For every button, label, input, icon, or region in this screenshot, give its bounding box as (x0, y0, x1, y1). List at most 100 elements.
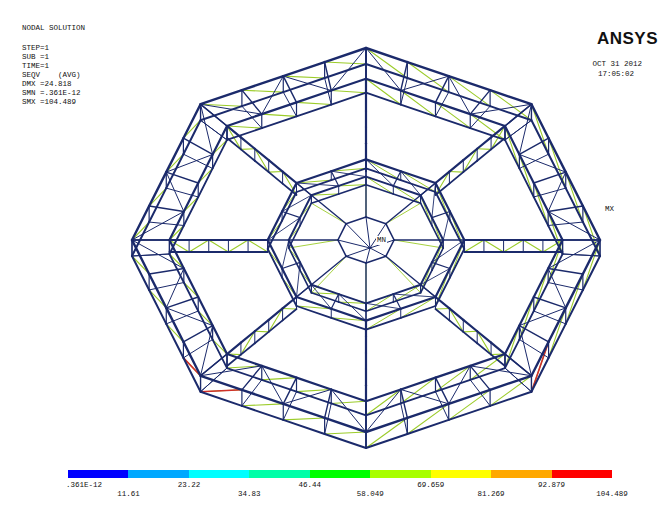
truss-member (449, 76, 490, 90)
truss-member (394, 240, 443, 248)
truss-member (519, 297, 533, 326)
legend-value-slot: 46.44 (299, 481, 322, 490)
truss-member (366, 159, 401, 180)
truss-member (331, 389, 366, 401)
truss-member (366, 302, 393, 311)
truss-member (282, 192, 296, 221)
legend-value: 11.61 (117, 490, 140, 499)
truss-member (227, 343, 241, 354)
truss-member (563, 254, 600, 256)
truss-member (282, 172, 283, 184)
truss-member (407, 420, 448, 434)
date-stamp: OCT 31 2012 (592, 60, 642, 69)
truss-member (463, 161, 477, 172)
truss-member (255, 320, 269, 331)
max-value: SMX =104.489 (22, 98, 76, 107)
truss-member (325, 403, 332, 433)
truss-member (504, 239, 524, 241)
truss-member (504, 354, 505, 368)
truss-member (491, 355, 505, 366)
legend-value: 23.22 (178, 481, 201, 490)
truss-member (289, 226, 300, 248)
truss-member (370, 248, 386, 256)
truss-member (209, 251, 229, 253)
truss-member (484, 239, 504, 241)
truss-member (227, 354, 262, 366)
truss-member (289, 248, 300, 270)
truss-member (213, 340, 227, 369)
truss-member (470, 366, 471, 380)
truss-member (566, 290, 583, 324)
truss-member (548, 211, 562, 240)
truss-member (241, 331, 255, 354)
truss-member (201, 354, 227, 376)
truss-member (435, 102, 436, 116)
truss-member (365, 79, 366, 107)
truss-member (464, 239, 484, 241)
truss-member (166, 324, 183, 358)
truss-member (365, 401, 366, 415)
truss-member (240, 137, 241, 149)
truss-member (283, 420, 324, 434)
truss-member (198, 311, 212, 340)
truss-member (366, 294, 393, 303)
truss-member (401, 306, 436, 318)
truss-member (262, 380, 297, 392)
truss-member (435, 269, 449, 307)
truss-member (477, 331, 491, 342)
truss-member (283, 172, 297, 183)
legend-value: 46.44 (299, 481, 322, 490)
legend-value-slot: .361E-12 (66, 481, 102, 490)
truss-member (184, 283, 198, 312)
truss-member (566, 188, 583, 222)
date-stamp-slot: OCT 31 2012 (592, 60, 642, 69)
truss-member (209, 240, 229, 252)
truss-member (450, 240, 464, 278)
truss-member (583, 206, 600, 240)
truss-member (269, 160, 283, 171)
truss-member (268, 220, 282, 249)
truss-member (311, 186, 338, 195)
max-value-slot: SMX =104.489 (22, 98, 76, 107)
truss-member (449, 92, 490, 106)
truss-member (477, 343, 491, 354)
legend-swatch (431, 470, 492, 478)
truss-member (407, 78, 448, 92)
truss-member (534, 269, 548, 312)
truss-member (435, 366, 470, 378)
truss-member (484, 240, 504, 252)
truss-member (435, 183, 449, 221)
truss-member (504, 354, 505, 366)
plot-title-slot: NODAL SOLUTION (22, 24, 85, 33)
truss-member (566, 172, 583, 206)
truss-member (201, 90, 242, 104)
truss-member (519, 154, 533, 183)
truss-member (366, 256, 386, 263)
truss-member (566, 172, 583, 222)
truss-member (421, 285, 436, 297)
truss-member (449, 172, 450, 184)
truss-member (435, 297, 436, 306)
truss-member (365, 123, 367, 139)
truss-member (504, 126, 505, 138)
plot-title: NODAL SOLUTION (22, 24, 85, 33)
truss-member (435, 297, 436, 306)
truss-member (366, 79, 401, 105)
truss-member (421, 285, 436, 297)
truss-member (490, 106, 531, 120)
truss-member (268, 239, 289, 240)
truss-member (149, 290, 166, 324)
truss-member (228, 239, 248, 241)
truss-member (366, 403, 401, 415)
truss-member (464, 251, 484, 253)
truss-member (283, 389, 331, 403)
truss-member (583, 256, 600, 290)
truss-member (365, 159, 366, 176)
truss-member (248, 240, 268, 252)
truss-member (366, 217, 386, 224)
truss-member (519, 138, 548, 154)
truss-member (366, 79, 367, 91)
truss-member (166, 138, 183, 172)
max-displacement: DMX =24.818 (22, 80, 72, 89)
truss-member (435, 76, 448, 102)
